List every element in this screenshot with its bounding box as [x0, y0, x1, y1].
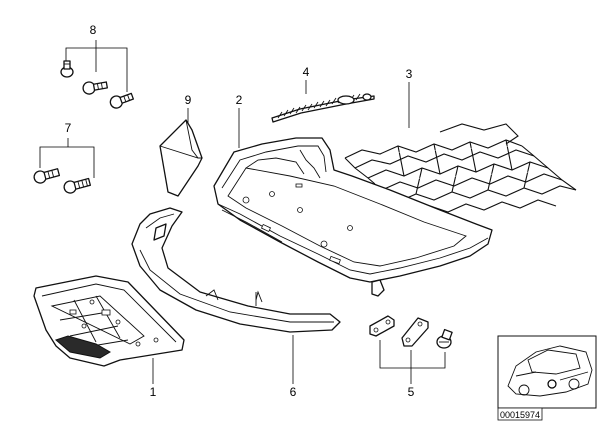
- part-1-base-plate: [33, 275, 185, 367]
- part-4-strip: [271, 93, 375, 123]
- part-8-screws: [60, 60, 135, 109]
- callout-1: 1: [150, 385, 157, 399]
- callout-8: 8: [90, 23, 97, 37]
- callout-9: 9: [185, 93, 192, 107]
- inset-vehicle: 00015974: [497, 335, 597, 421]
- inset-code: 00015974: [500, 410, 540, 420]
- callout-3: 3: [406, 67, 413, 81]
- callout-6: 6: [290, 385, 297, 399]
- callout-7: 7: [65, 121, 72, 135]
- part-2-seat-pan: [213, 137, 493, 297]
- part-6-front-trim: [131, 207, 341, 333]
- callout-2: 2: [236, 93, 243, 107]
- part-7-bolts: [33, 168, 92, 194]
- part-9-cover: [159, 119, 203, 197]
- part-5-brackets: [369, 315, 453, 349]
- callout-4: 4: [303, 65, 310, 79]
- callout-5: 5: [408, 385, 415, 399]
- leader-lines: [39, 40, 446, 384]
